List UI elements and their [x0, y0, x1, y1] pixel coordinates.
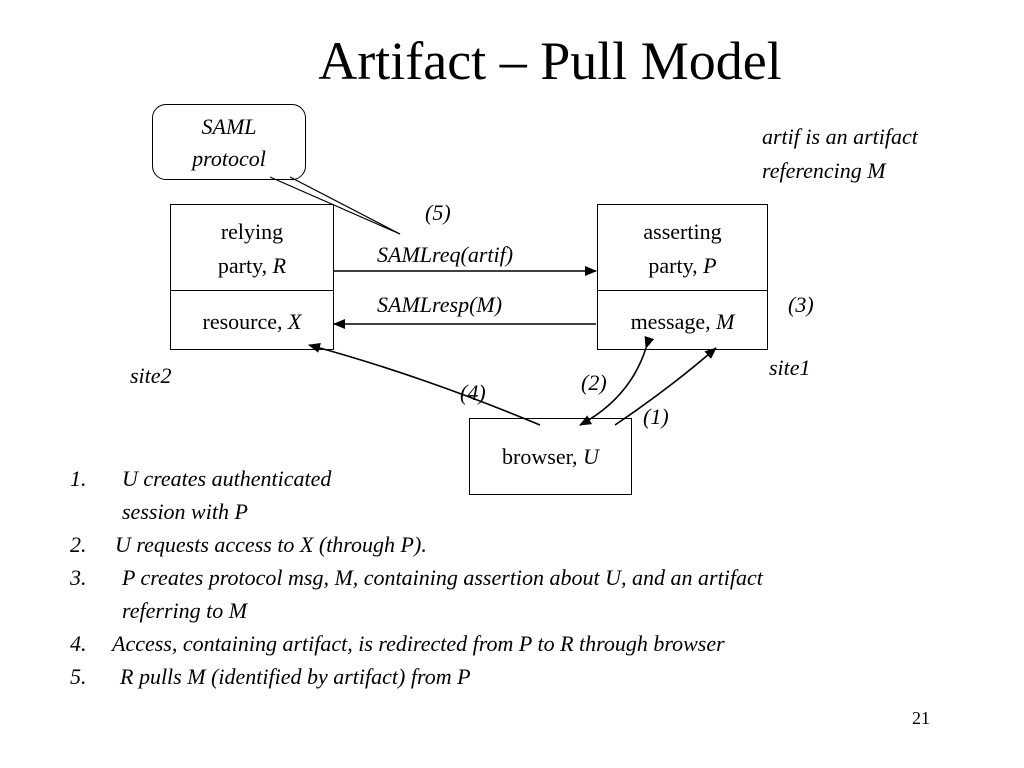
step3-label: (3) [788, 292, 814, 317]
authenticate-arrow [614, 347, 717, 426]
message-label: message, M [630, 309, 735, 334]
steps-list: 1. U creates authenticated session with … [70, 462, 763, 693]
samlreq-label: SAMLreq(artif) [377, 242, 514, 267]
callout-pointer-line [269, 176, 401, 235]
artifact-note: artif is an artifact referencing M [762, 120, 918, 188]
step4-label: (4) [460, 380, 486, 405]
redirect-arrow [308, 343, 541, 426]
resource-label: resource, X [202, 309, 302, 334]
saml-protocol-callout: SAML protocol [152, 104, 306, 180]
site2-label: site2 [130, 363, 172, 388]
step-item: 5. R pulls M (identified by artifact) fr… [70, 664, 471, 689]
step5-label: (5) [425, 200, 451, 225]
step-item: 2. U requests access to X (through P). [70, 532, 427, 557]
callout-pointer-line [289, 176, 401, 235]
relying-party-box: relying party, R resource, X [170, 204, 334, 350]
note-line1: artif is an artifact [762, 124, 918, 149]
relying-party-label: relying party, R [171, 205, 333, 291]
samlresp-label: SAMLresp(M) [377, 292, 503, 317]
browser-label: browser, U [502, 444, 599, 469]
slide-title: Artifact – Pull Model [318, 31, 782, 91]
step1-label: (1) [643, 404, 669, 429]
step-item: 1. U creates authenticated session with … [70, 466, 332, 524]
callout-line2: protocol [192, 146, 266, 171]
note-line2: referencing M [762, 158, 886, 183]
site1-label: site1 [769, 355, 811, 380]
asserting-party-box: asserting party, P message, M [597, 204, 768, 350]
step-item: 3. P creates protocol msg, M, containing… [70, 565, 763, 623]
page-number: 21 [912, 708, 930, 728]
asserting-party-label: asserting party, P [598, 205, 767, 291]
callout-line1: SAML [201, 114, 257, 139]
browser-box: browser, U [469, 418, 632, 495]
step-item: 4. Access, containing artifact, is redir… [70, 631, 725, 656]
step2-label: (2) [581, 370, 607, 395]
